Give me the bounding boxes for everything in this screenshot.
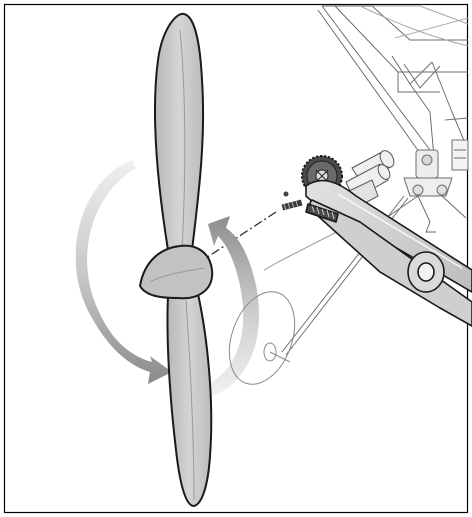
propeller-icon bbox=[139, 12, 214, 507]
shaft-pin-icon bbox=[281, 199, 303, 211]
figure-frame bbox=[3, 3, 469, 514]
alignment-axis-line bbox=[205, 211, 277, 259]
pliers-icon bbox=[305, 179, 472, 327]
spin-motion-ghost bbox=[228, 291, 296, 385]
rotation-arrow-left-icon bbox=[75, 160, 172, 384]
rotation-arrow-right-icon bbox=[208, 216, 260, 396]
